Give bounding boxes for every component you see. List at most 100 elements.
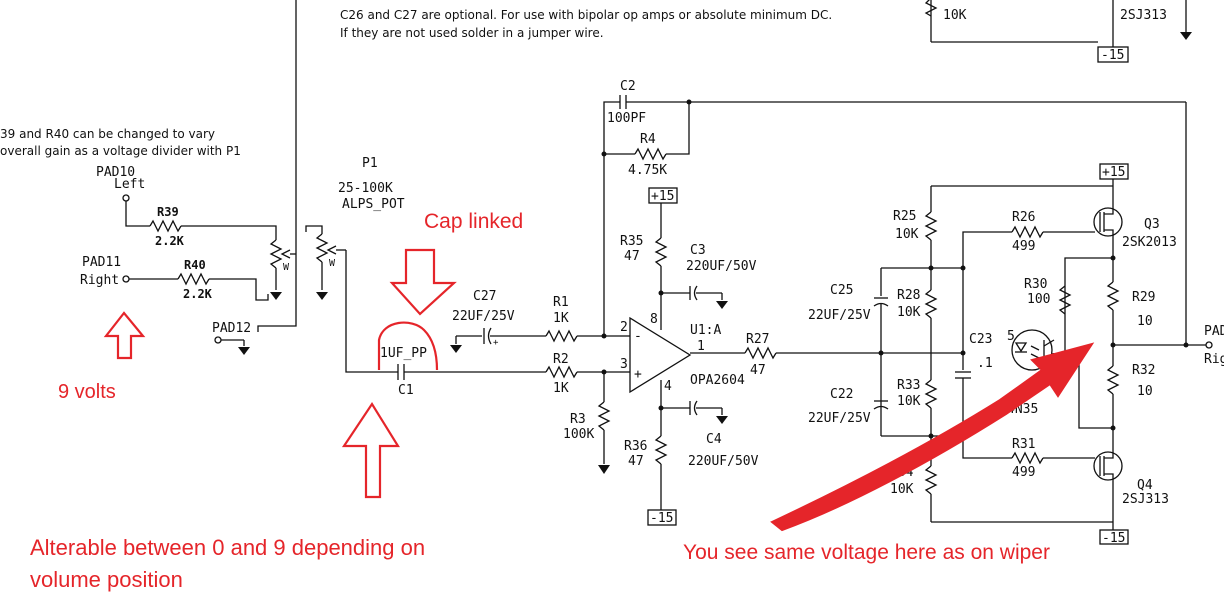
u1-label: U1:A xyxy=(690,323,721,338)
r26-resistor xyxy=(1011,225,1044,239)
r33-value: 10K xyxy=(897,394,921,409)
pad10-sublabel: Left xyxy=(114,177,145,192)
r31-resistor xyxy=(1011,451,1044,465)
top-q-part: 2SJ313 xyxy=(1120,8,1167,23)
pad11-label: PAD11 xyxy=(82,255,121,270)
p1-w: W xyxy=(329,258,336,269)
note-gain-line1: 39 and R40 can be changed to vary xyxy=(0,127,215,141)
r27-resistor xyxy=(744,346,777,360)
annotation-cap-circle xyxy=(377,321,439,371)
r35-label: R35 xyxy=(620,234,643,249)
r4-label: R4 xyxy=(640,132,656,147)
ground-symbol-c3 xyxy=(716,301,728,309)
r40-value: 2.2K xyxy=(183,287,213,301)
rail-neg-output xyxy=(1099,529,1129,545)
r25-value: 10K xyxy=(895,227,919,242)
r27-value: 47 xyxy=(750,363,766,378)
c22-value: 22UF/25V xyxy=(808,411,871,426)
r4-value: 4.75K xyxy=(628,163,667,178)
c4-label: C4 xyxy=(706,432,722,447)
pad10-label: PAD10 xyxy=(96,165,135,180)
r31-value: 499 xyxy=(1012,465,1035,480)
pad12-terminal xyxy=(214,336,222,344)
ground-symbol-r3 xyxy=(598,465,610,474)
r34-value: 10K xyxy=(890,482,914,497)
r30-label: R30 xyxy=(1024,277,1047,292)
annotation-big-arrow xyxy=(770,342,1095,532)
ground-symbol-c4 xyxy=(716,416,728,424)
c3-label: C3 xyxy=(690,243,706,258)
annotation-arrow-up-large xyxy=(341,401,400,499)
r27-label: R27 xyxy=(746,332,769,347)
junction-r2-r3 xyxy=(601,369,607,375)
annotation-cap-linked: Cap linked xyxy=(424,210,523,233)
r3-value: 100K xyxy=(563,427,594,442)
q4-label: Q4 xyxy=(1137,478,1153,493)
r34-resistor xyxy=(924,465,938,495)
r28-resistor xyxy=(924,289,938,319)
r35-resistor xyxy=(654,237,668,267)
p1-type: ALPS_POT xyxy=(342,197,405,212)
annotation-alterable-line2: volume position xyxy=(30,567,183,592)
annotation-nine-volts: 9 volts xyxy=(58,381,116,403)
r2-value: 1K xyxy=(553,381,569,396)
q4-mosfet xyxy=(1093,428,1123,530)
p1-potentiometer: W xyxy=(305,225,346,290)
r32-label: R32 xyxy=(1132,363,1155,378)
pin2-label: 2 xyxy=(620,320,628,335)
p1-label: P1 xyxy=(362,156,378,171)
annotation-arrow-down xyxy=(389,248,457,316)
annotation-arrow-up-small xyxy=(103,311,146,360)
pad-out-terminal xyxy=(1205,341,1213,349)
c1-label: C1 xyxy=(398,383,414,398)
r29-value: 10 xyxy=(1137,314,1153,329)
note-optional-caps-line2: If they are not used solder in a jumper … xyxy=(340,26,604,40)
rail-neg-top xyxy=(1097,46,1129,63)
r33-resistor xyxy=(924,379,938,409)
opamp-u1a xyxy=(629,316,692,394)
c23-label: C23 xyxy=(969,332,992,347)
pin4-label: 4 xyxy=(664,379,672,394)
ground-symbol-top-right xyxy=(1180,32,1192,40)
r32-resistor xyxy=(1106,365,1120,395)
q3-part: 2SK2013 xyxy=(1122,235,1177,250)
junction-c25-c22 xyxy=(878,350,884,356)
ground-symbol-p1 xyxy=(316,292,328,300)
annotation-same-voltage: You see same voltage here as on wiper xyxy=(683,541,1050,564)
rail-neg-opamp xyxy=(647,509,677,526)
oc-pin5: 5 xyxy=(1007,329,1015,344)
q3-mosfet xyxy=(1093,200,1123,258)
c23-value: .1 xyxy=(977,356,993,371)
q4-part: 2SJ313 xyxy=(1122,492,1169,507)
r33-label: R33 xyxy=(897,378,920,393)
p1-value: 25-100K xyxy=(338,181,393,196)
note-optional-caps-line1: C26 and C27 are optional. For use with b… xyxy=(340,8,832,22)
r32-value: 10 xyxy=(1137,384,1153,399)
ground-symbol-pad12 xyxy=(238,347,250,355)
c27-plus: + xyxy=(493,338,499,348)
r25-resistor xyxy=(924,211,938,241)
ground-symbol-c27 xyxy=(450,345,462,353)
r26-value: 499 xyxy=(1012,239,1035,254)
r4-resistor xyxy=(634,147,667,161)
r29-label: R29 xyxy=(1132,290,1155,305)
c2-value: 100PF xyxy=(607,111,646,126)
pad11-sublabel: Right xyxy=(80,273,119,288)
pad10-terminal xyxy=(122,194,130,202)
c25-label: C25 xyxy=(830,283,853,298)
rail-neg-opamp-label: -15 xyxy=(650,511,673,526)
opamp-plus: + xyxy=(634,367,642,382)
r40-resistor xyxy=(177,272,210,286)
r1-resistor xyxy=(545,329,578,343)
ground-symbol-pot-left xyxy=(270,292,282,300)
rail-pos-opamp-label: +15 xyxy=(651,189,674,204)
c3-value: 220UF/50V xyxy=(686,259,757,274)
rail-pos-output xyxy=(1099,163,1129,180)
top-r-value: 10K xyxy=(943,8,967,23)
r30-value: 100 xyxy=(1027,292,1050,307)
c22-label: C22 xyxy=(830,387,853,402)
pad-out-label: PAD xyxy=(1204,324,1224,339)
r31-label: R31 xyxy=(1012,437,1035,452)
top-partial-resistor: 10K xyxy=(924,0,1098,43)
